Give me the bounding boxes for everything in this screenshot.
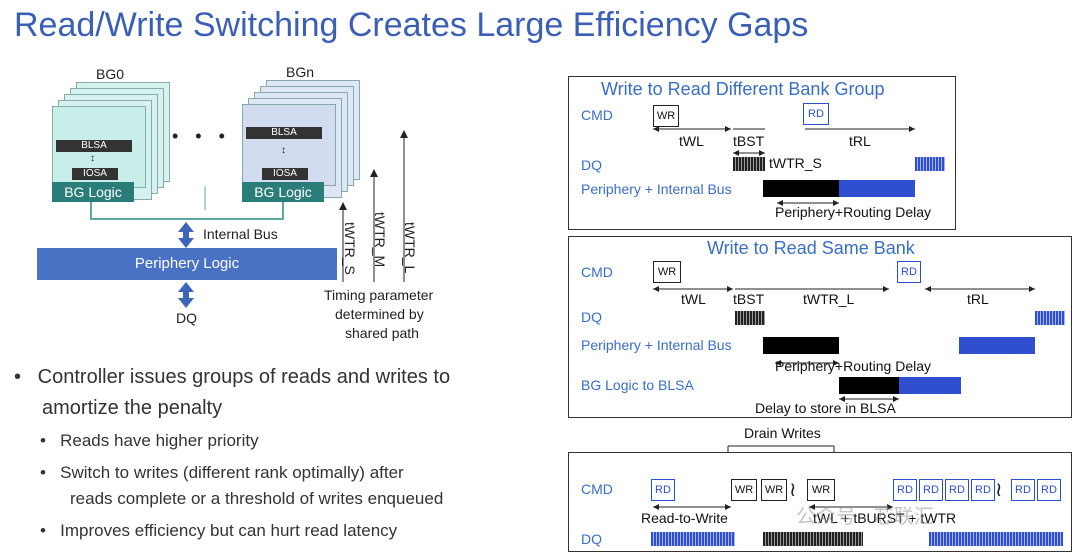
bullet-sub-1: • Reads have higher priority [40,431,259,450]
panel1-delay: Periphery+Routing Delay [775,204,932,220]
panel1-periphery-label: Periphery + Internal Bus [581,181,732,197]
panel3-dq-label: DQ [581,531,602,547]
panel2-twtr-l: tWTR_L [803,291,855,307]
panel3-drain-label: Drain Writes [744,425,821,441]
panel2-twl: tWL [681,291,706,307]
panel2-bg-logic-label: BG Logic to BLSA [581,377,694,393]
panel3-rd-cmd: RD [893,479,917,501]
panel1-twl: tWL [679,133,704,149]
panel3-cmd-label: CMD [581,481,613,497]
panel1-trl: tRL [849,133,871,149]
panel3-dq-read-bursts [651,532,735,546]
panel2-bg-read [899,377,961,394]
bus-lines [90,130,408,308]
timing-note-3: shared path [345,325,419,341]
bullet-sub-3: • Improves efficiency but can hurt read … [40,521,398,540]
panel1-arrows [653,126,915,206]
panel3-wr-cmd: WR [731,479,757,501]
panel2-cmd-label: CMD [581,264,613,280]
panel2-dq-write-burst [735,311,765,325]
panel-same-bank: Write to Read Same Bank CMD DQ Periphery… [568,236,1072,418]
timing-note-1: Timing parameter [324,287,434,303]
watermark: 公众号 · 芯联汇 [796,506,934,528]
panel2-dq-read-burst [1035,311,1065,325]
panel2-rd-cmd: RD [897,261,921,283]
panel1-rd-cmd: RD [803,103,829,125]
bullet-sub-2-cont: reads complete or a threshold of writes … [70,489,444,508]
panel3-dq-read-bursts-2 [929,532,1063,546]
break-icon: ≀ [995,479,1003,501]
panel3-wr-cmd: WR [807,479,835,501]
panel3-rd-cmd: RD [919,479,943,501]
panel1-title: Write to Read Different Bank Group [601,79,885,99]
panel2-delay: Periphery+Routing Delay [775,358,932,374]
panel3-rd-cmd: RD [1037,479,1061,501]
panel2-title: Write to Read Same Bank [707,238,915,258]
panel3-read-to-write: Read-to-Write [641,510,728,526]
panel2-arrows [653,286,1035,402]
panel2-tbst: tBST [733,291,765,307]
dq-label: DQ [176,310,197,326]
panel2-trl: tRL [967,291,989,307]
panel1-tbst: tBST [733,133,765,149]
bgn-label: BGn [286,64,315,80]
panel1-periphery-read [839,180,915,197]
bg0-logic: BG Logic [52,182,134,202]
break-icon: ≀ [789,479,797,501]
bg0-iosa: IOSA [72,168,118,180]
panel2-periphery-write [763,337,839,354]
panel1-dq-label: DQ [581,157,602,173]
bg0-blsa: BLSA [56,140,132,152]
panel1-wr-cmd: WR [653,105,679,127]
panel1-periphery-write [763,180,839,197]
panel2-dq-label: DQ [581,309,602,325]
panel1-cmd-label: CMD [581,107,613,123]
panel3-dq-write-bursts [763,532,863,546]
bullet-sub-2: • Switch to writes (different rank optim… [40,463,404,482]
bgn-logic: BG Logic [242,182,324,202]
panel3-twl-formula: tWL + tBURST + tWTR [813,510,957,526]
panel2-store: Delay to store in BLSA [755,400,896,416]
panel2-bg-store [839,377,899,394]
panel3-rd-cmd: RD [1011,479,1035,501]
timing-note-2: determined by [335,306,424,322]
bgn-arrow-icon: ↕ [281,145,286,156]
internal-bus-label: Internal Bus [203,226,278,242]
panel3-wr-cmd: WR [761,479,787,501]
panel-diff-bank-group: Write to Read Different Bank Group CMD D… [568,76,956,230]
bullet-main: • Controller issues groups of reads and … [14,366,451,388]
panel3-arrows [653,504,893,510]
bg0-label: BG0 [96,66,125,82]
panel3-rd-cmd: RD [945,479,969,501]
bg0-arrow-icon: ↕ [90,153,95,164]
panel3-rd-cmd: RD [971,479,995,501]
bgn-iosa: IOSA [262,168,308,180]
ellipsis-dots: • • • [172,126,231,146]
panel2-periphery-label: Periphery + Internal Bus [581,337,732,353]
panel3-rd-cmd: RD [651,479,675,501]
periphery-logic-block: Periphery Logic [37,248,337,280]
panel1-twtr-s: tWTR_S [769,155,822,171]
panel2-wr-cmd: WR [653,261,681,283]
panel2-periphery-read [959,337,1035,354]
slide-title: Read/Write Switching Creates Large Effic… [14,6,809,44]
panel-drain-writes: CMD DQ RD WR WR ≀ WR RD RD RD RD ≀ RD RD… [568,452,1072,552]
panel1-dq-read-burst [915,157,945,171]
panel1-dq-write-burst [733,157,765,171]
bullet-main-cont: amortize the penalty [42,397,223,419]
bgn-blsa: BLSA [246,127,322,139]
